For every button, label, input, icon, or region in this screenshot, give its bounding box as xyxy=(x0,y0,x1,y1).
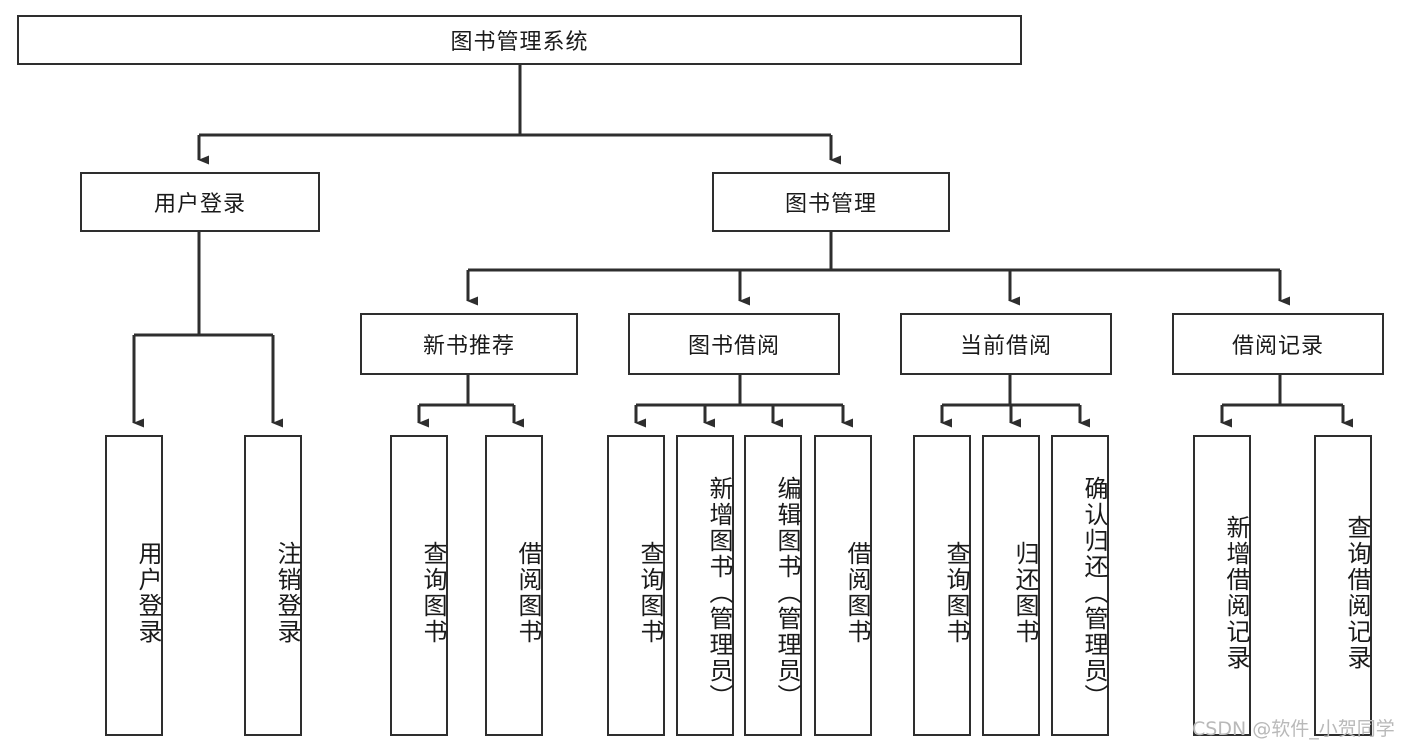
node-book-borrow[interactable]: 图书借阅 xyxy=(628,313,840,375)
leaf-book-borrow-add-admin[interactable]: 新增图书（管理员） xyxy=(676,435,734,736)
leaf-book-borrow-edit-admin[interactable]: 编辑图书（管理员） xyxy=(744,435,802,736)
leaf-new-book-query[interactable]: 查询图书 xyxy=(390,435,448,736)
node-user-login[interactable]: 用户登录 xyxy=(80,172,320,232)
leaf-current-borrow-query[interactable]: 查询图书 xyxy=(913,435,971,736)
node-new-book-recommend[interactable]: 新书推荐 xyxy=(360,313,578,375)
leaf-book-borrow-query[interactable]: 查询图书 xyxy=(607,435,665,736)
node-current-borrow[interactable]: 当前借阅 xyxy=(900,313,1112,375)
leaf-current-borrow-return[interactable]: 归还图书 xyxy=(982,435,1040,736)
leaf-user-login-login[interactable]: 用户登录 xyxy=(105,435,163,736)
leaf-new-book-borrow[interactable]: 借阅图书 xyxy=(485,435,543,736)
node-root-system[interactable]: 图书管理系统 xyxy=(17,15,1022,65)
leaf-borrow-record-add[interactable]: 新增借阅记录 xyxy=(1193,435,1251,736)
leaf-borrow-record-query[interactable]: 查询借阅记录 xyxy=(1314,435,1372,736)
leaf-book-borrow-borrow[interactable]: 借阅图书 xyxy=(814,435,872,736)
node-book-management[interactable]: 图书管理 xyxy=(712,172,950,232)
leaf-current-borrow-confirm-admin[interactable]: 确认归还（管理员） xyxy=(1051,435,1109,736)
node-borrow-record[interactable]: 借阅记录 xyxy=(1172,313,1384,375)
leaf-user-login-logout[interactable]: 注销登录 xyxy=(244,435,302,736)
